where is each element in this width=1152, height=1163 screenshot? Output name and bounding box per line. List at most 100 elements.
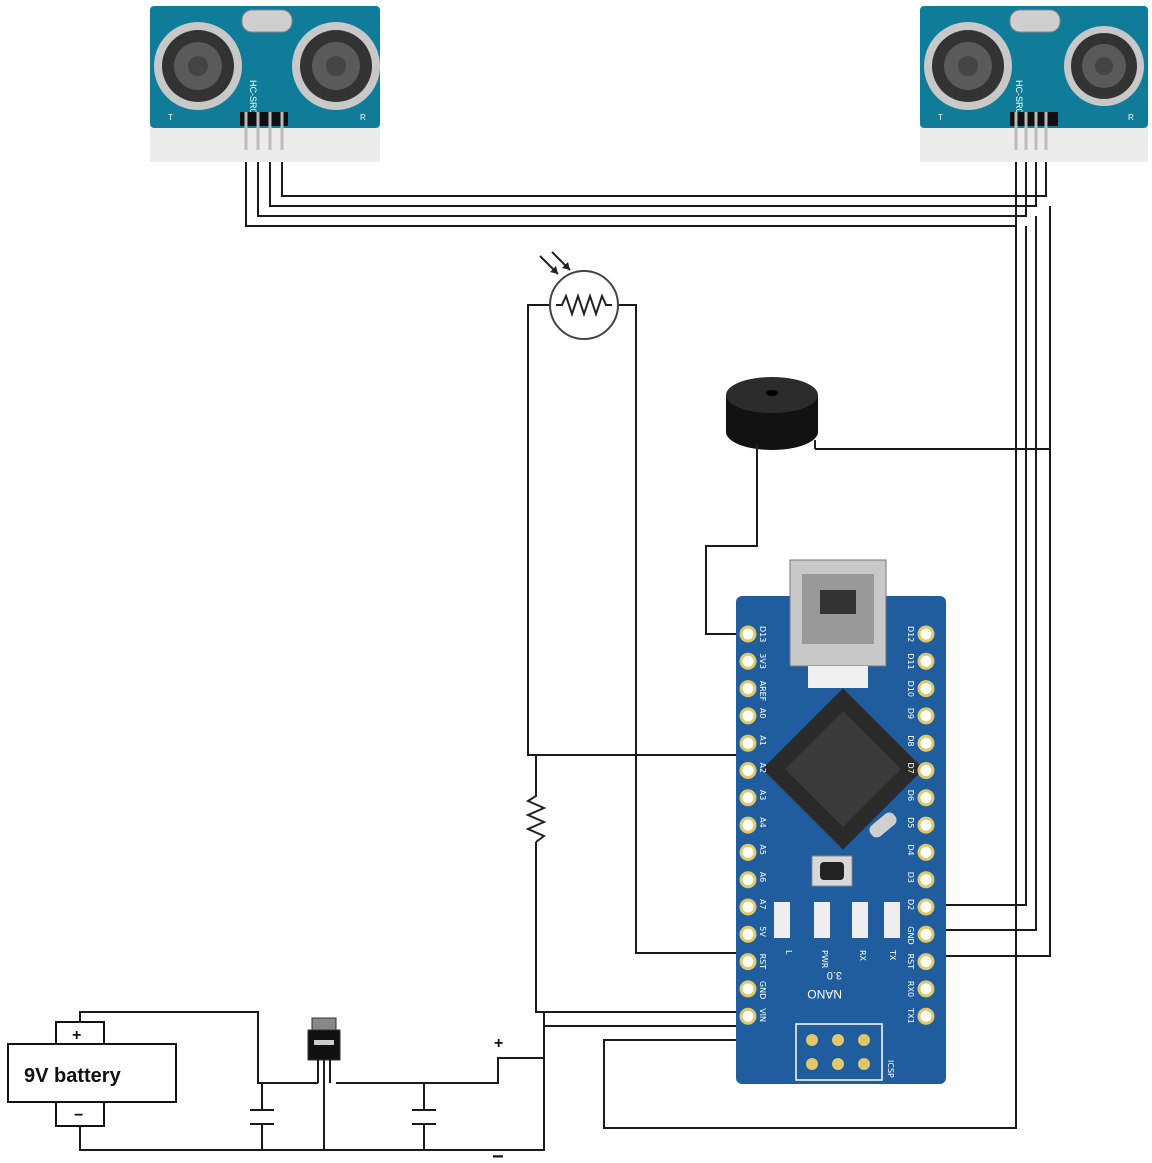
nano-right-pin-label: D5 xyxy=(906,817,915,828)
nano-left-pin-pad xyxy=(739,816,757,834)
nano-left-pin-label: GND xyxy=(758,981,767,999)
battery-plus-label: + xyxy=(72,1027,81,1044)
nano-board-name: NANO xyxy=(807,987,842,1001)
wire-sensor-bus-4 xyxy=(281,150,1047,197)
transducer-t-left xyxy=(154,22,242,110)
wires xyxy=(79,150,1051,1151)
wire-ldr-right xyxy=(612,304,740,954)
led-label: PWR xyxy=(820,950,829,969)
transducer-r-left xyxy=(292,22,380,110)
nano-right-pin-pad xyxy=(917,843,935,861)
sensor-right-r: R xyxy=(1128,113,1134,122)
capacitor-1 xyxy=(250,1109,274,1125)
transducer-t-right xyxy=(924,22,1012,110)
nano-left-pin-pad xyxy=(739,843,757,861)
battery-label: 9V battery xyxy=(24,1065,122,1087)
wire-right-sensor-vcc xyxy=(603,150,1017,1129)
nano-left-pin-label: A3 xyxy=(758,790,767,801)
nano-left-pin-pad xyxy=(739,1007,757,1025)
nano-right-pin-label: GND xyxy=(906,926,915,944)
nano-left-pin-label: 5V xyxy=(758,926,767,937)
wire-right-sensor-gnd xyxy=(935,206,1051,957)
wire-regulator-out xyxy=(336,1025,740,1084)
sensor-right-model: HC-SR04 xyxy=(1014,80,1024,119)
nano-right-pin-label: D10 xyxy=(906,681,915,697)
sensor-left-t: T xyxy=(168,113,173,122)
usb-connector-icon xyxy=(789,559,887,688)
supply-minus-label: − xyxy=(492,1146,504,1163)
wire-right-sensor-echo xyxy=(935,216,1037,931)
nano-right-pin-label: D12 xyxy=(906,626,915,642)
reset-button-icon xyxy=(811,855,853,887)
wire-sensor-bus-3 xyxy=(269,150,1037,207)
voltage-regulator xyxy=(307,1017,341,1083)
led-label: L xyxy=(784,950,793,955)
buzzer xyxy=(726,377,818,458)
sensor-right-t: T xyxy=(938,113,943,122)
photoresistor xyxy=(539,251,619,340)
nano-left-pin-label: 3V3 xyxy=(758,653,767,669)
nano-left-pin-label: A6 xyxy=(758,872,767,883)
icsp-header xyxy=(795,1023,883,1081)
nano-right-pin-pad xyxy=(917,707,935,725)
nano-right-pin-pad xyxy=(917,625,935,643)
nano-left-pin-pad xyxy=(739,953,757,971)
sensor-left-pins xyxy=(244,112,284,150)
wire-battery-minus xyxy=(79,1012,545,1151)
nano-right-pin-label: D3 xyxy=(906,872,915,883)
nano-right-pin-pad xyxy=(917,734,935,752)
nano-left-pin-label: D13 xyxy=(758,626,767,642)
resistor xyxy=(525,790,547,843)
nano-right-pin-pad xyxy=(917,816,935,834)
nano-right-pin-label: D11 xyxy=(906,653,915,669)
nano-left-pin-pad xyxy=(739,925,757,943)
icsp-label: ICSP xyxy=(886,1060,895,1078)
nano-left-pin-pad xyxy=(739,707,757,725)
nano-right-pin-label: D6 xyxy=(906,790,915,801)
nano-right-pin-pad xyxy=(917,789,935,807)
nano-left-pin-label: AREF xyxy=(758,681,767,702)
nano-left-pin-label: RST xyxy=(758,954,767,970)
nano-left-pin-pad xyxy=(739,680,757,698)
status-leds xyxy=(774,902,900,938)
nano-left-pin-label: VIN xyxy=(758,1008,767,1022)
nano-right-pin-pad xyxy=(917,652,935,670)
wire-sensor-bus-2 xyxy=(257,150,1027,217)
wire-buzzer-to-d13 xyxy=(705,458,758,635)
nano-left-pin-pad xyxy=(739,762,757,779)
nano-right-pin-pad xyxy=(917,953,935,971)
nano-right-pin-pad xyxy=(917,680,935,698)
led-label: TX xyxy=(888,949,897,961)
nano-left-pin-label: A1 xyxy=(758,735,767,746)
nano-left-pin-pad xyxy=(739,789,757,807)
nano-right-pin-label: D7 xyxy=(906,763,915,774)
nano-version: 3.0 xyxy=(827,969,842,981)
nano-right-pin-label: D4 xyxy=(906,844,915,855)
sensor-right-pins xyxy=(1014,112,1048,150)
wire-resistor-bottom xyxy=(535,842,740,1013)
sensor-left-r: R xyxy=(360,113,366,122)
crystal-icon xyxy=(869,812,897,838)
nano-left-pin-pad xyxy=(739,625,757,643)
ultrasonic-sensor-left: HC-SR04 T R xyxy=(150,6,380,162)
nano-left-pin-label: A0 xyxy=(758,708,767,719)
nano-left-pin-pad xyxy=(739,980,757,998)
nano-left-pin-label: A4 xyxy=(758,817,767,828)
nano-right-pin-label: TX1 xyxy=(906,1007,915,1023)
nano-right-pin-label: D9 xyxy=(906,708,915,719)
nano-left-pin-label: A5 xyxy=(758,844,767,855)
battery-minus-label: − xyxy=(74,1107,83,1124)
nano-left-pin-pad xyxy=(739,871,757,889)
sensor-left-model: HC-SR04 xyxy=(248,80,258,119)
nano-right-pin-pad xyxy=(917,762,935,779)
wire-battery-plus xyxy=(79,1011,318,1084)
nano-right-pin-pad xyxy=(917,898,935,916)
nano-right-pin-label: RST xyxy=(906,954,915,970)
nano-right-pin-label: D2 xyxy=(906,899,915,910)
nano-left-pin-label: A7 xyxy=(758,899,767,910)
wire-right-sensor-trig xyxy=(935,226,1027,906)
nano-right-pin-pad xyxy=(917,980,935,998)
nano-left-pin-pad xyxy=(739,898,757,916)
